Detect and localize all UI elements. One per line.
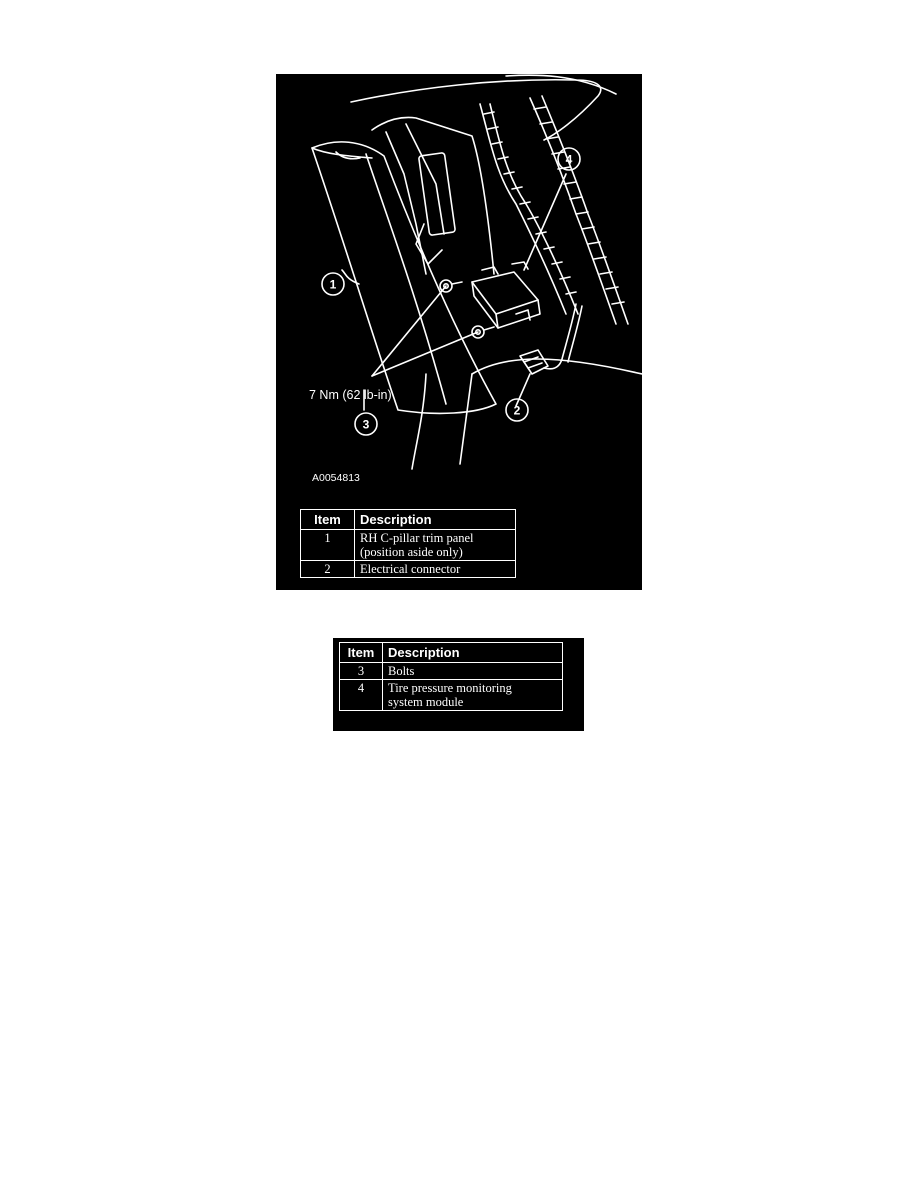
legend-item-number: 3 [339, 662, 383, 680]
c-pillar-illustration: 1 4 3 2 7 Nm (62 lb-in) A0054813 [309, 74, 642, 484]
table-row: 4 Tire pressure monitoring system module [339, 679, 563, 711]
legend-item-description: Bolts [382, 662, 563, 680]
legend-description-line: RH C-pillar trim panel [360, 531, 474, 545]
diagram-panel: 1 4 3 2 7 Nm (62 lb-in) A0054813 Item De… [276, 74, 642, 590]
callout-circle-2 [505, 398, 529, 422]
legend-item-description: Tire pressure monitoring system module [382, 679, 563, 711]
torque-spec-label: 7 Nm (62 lb-in) [309, 388, 392, 402]
callout-label-1: 1 [330, 278, 337, 292]
table-row: 1 RH C-pillar trim panel (position aside… [300, 529, 516, 561]
legend-description-line: (position aside only) [360, 545, 463, 559]
legend-header-row: Item Description [339, 642, 563, 663]
callout-circle-4 [557, 147, 581, 171]
callout-circle-3 [354, 412, 378, 436]
legend-panel: Item Description 3 Bolts 4 Tire pressure… [333, 638, 584, 731]
legend-item-description: RH C-pillar trim panel (position aside o… [354, 529, 516, 561]
legend-header-item: Item [300, 509, 355, 530]
legend-description-line: system module [388, 695, 464, 709]
legend-item-description: Electrical connector [354, 560, 516, 578]
figure-id-label: A0054813 [312, 472, 360, 484]
legend-description-line: Bolts [388, 664, 415, 678]
legend-header-description: Description [382, 642, 563, 663]
legend-description-line: Tire pressure monitoring [388, 681, 512, 695]
legend-header-item: Item [339, 642, 383, 663]
legend-header-description: Description [354, 509, 516, 530]
legend-description-line: Electrical connector [360, 562, 461, 576]
legend-item-number: 1 [300, 529, 355, 561]
legend-item-number: 2 [300, 560, 355, 578]
legend-header-row: Item Description [300, 509, 516, 530]
callout-label-3: 3 [363, 418, 370, 432]
legend-table-1: Item Description 1 RH C-pillar trim pane… [300, 509, 516, 578]
callout-label-2: 2 [514, 404, 521, 418]
table-row: 3 Bolts [339, 662, 563, 680]
callout-label-4: 4 [566, 153, 573, 167]
callout-circle-1 [321, 272, 345, 296]
table-row: 2 Electrical connector [300, 560, 516, 578]
legend-table-2: Item Description 3 Bolts 4 Tire pressure… [339, 642, 563, 711]
legend-item-number: 4 [339, 679, 383, 711]
